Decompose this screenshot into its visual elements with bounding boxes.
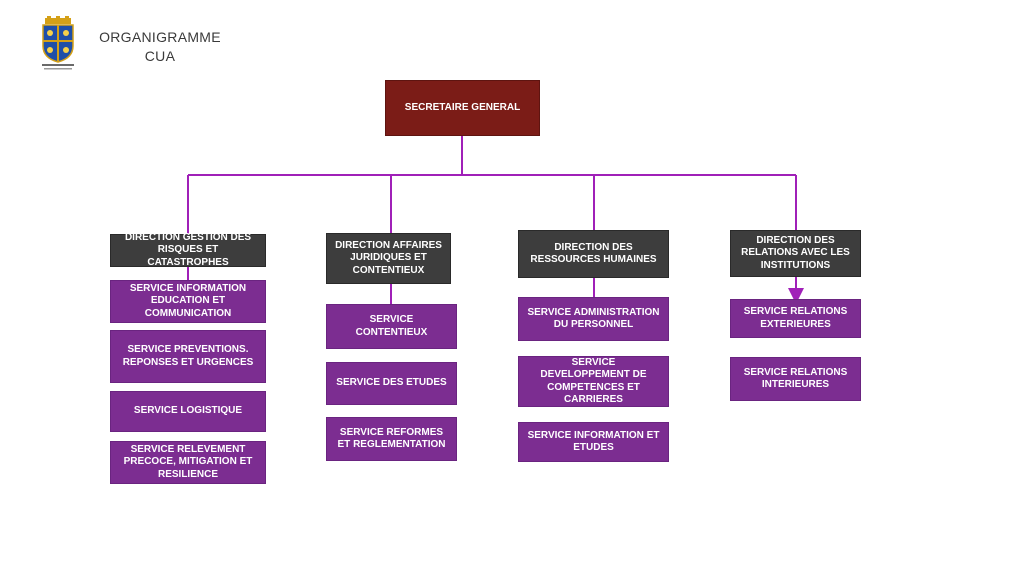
direction-risk-management: DIRECTION GESTION DES RISQUES ET CATASTR… (110, 231, 266, 268)
service-administration-personnel: SERVICE ADMINISTRATION DU PERSONNEL (518, 297, 669, 341)
service-contentieux: SERVICE CONTENTIEUX (326, 304, 457, 349)
direction-label: DIRECTION GESTION DES RISQUES ET CATASTR… (124, 231, 252, 268)
trunk-lines (187, 136, 804, 304)
service-relations-exterieures: SERVICE RELATIONS EXTERIEURES (730, 299, 861, 338)
secretary-general-box: SECRETAIRE GENERAL (385, 80, 540, 136)
direction-legal-affairs: DIRECTION AFFAIRES JURIDIQUES ET CONTENT… (326, 233, 451, 284)
service-label: SERVICE DEVELOPPEMENT DE COMPETENCES ET … (540, 356, 647, 406)
service-label: SERVICE REFORMES ET REGLEMENTATION (337, 426, 446, 451)
service-information-education: SERVICE INFORMATION EDUCATION ET COMMUNI… (110, 280, 266, 323)
service-developpement-competences: SERVICE DEVELOPPEMENT DE COMPETENCES ET … (518, 356, 669, 407)
service-reformes: SERVICE REFORMES ET REGLEMENTATION (326, 417, 457, 461)
coat-of-arms-icon (38, 16, 78, 72)
direction-label: DIRECTION DES RELATIONS AVEC LES INSTITU… (741, 234, 850, 271)
service-relations-interieures: SERVICE RELATIONS INTERIEURES (730, 357, 861, 401)
direction-institutional-relations: DIRECTION DES RELATIONS AVEC LES INSTITU… (730, 230, 861, 277)
service-information-etudes: SERVICE INFORMATION ET ETUDES (518, 422, 669, 462)
direction-label: DIRECTION AFFAIRES JURIDIQUES ET CONTENT… (335, 239, 442, 276)
service-etudes: SERVICE DES ETUDES (326, 362, 457, 405)
direction-human-resources: DIRECTION DES RESSOURCES HUMAINES (518, 230, 669, 278)
title-line-cua: CUA (144, 48, 176, 64)
service-label: SERVICE RELATIONS EXTERIEURES (743, 306, 848, 330)
service-relevement: SERVICE RELEVEMENT PRECOCE, MITIGATION E… (110, 441, 266, 484)
secretary-general-label: SECRETAIRE GENERAL (404, 101, 521, 113)
service-label: SERVICE INFORMATION EDUCATION ET COMMUNI… (129, 282, 247, 319)
service-label: SERVICE INFORMATION ET ETUDES (527, 429, 660, 454)
service-label: SERVICE LOGISTIQUE (133, 405, 243, 417)
direction-label: DIRECTION DES RESSOURCES HUMAINES (530, 241, 657, 266)
service-label: SERVICE ADMINISTRATION DU PERSONNEL (527, 306, 660, 331)
service-logistique: SERVICE LOGISTIQUE (110, 391, 266, 432)
service-preventions: SERVICE PREVENTIONS. REPONSES ET URGENCE… (110, 330, 266, 383)
service-label: SERVICE RELEVEMENT PRECOCE, MITIGATION E… (123, 443, 253, 480)
service-label: SERVICE DES ETUDES (336, 377, 447, 389)
page-title: ORGANIGRAMME CUA (92, 28, 228, 66)
service-label: SERVICE PREVENTIONS. REPONSES ET URGENCE… (122, 344, 254, 368)
service-label: SERVICE CONTENTIEUX (355, 314, 428, 338)
title-line-organigramme: ORGANIGRAMME (99, 29, 221, 45)
service-label: SERVICE RELATIONS INTERIEURES (743, 366, 848, 391)
